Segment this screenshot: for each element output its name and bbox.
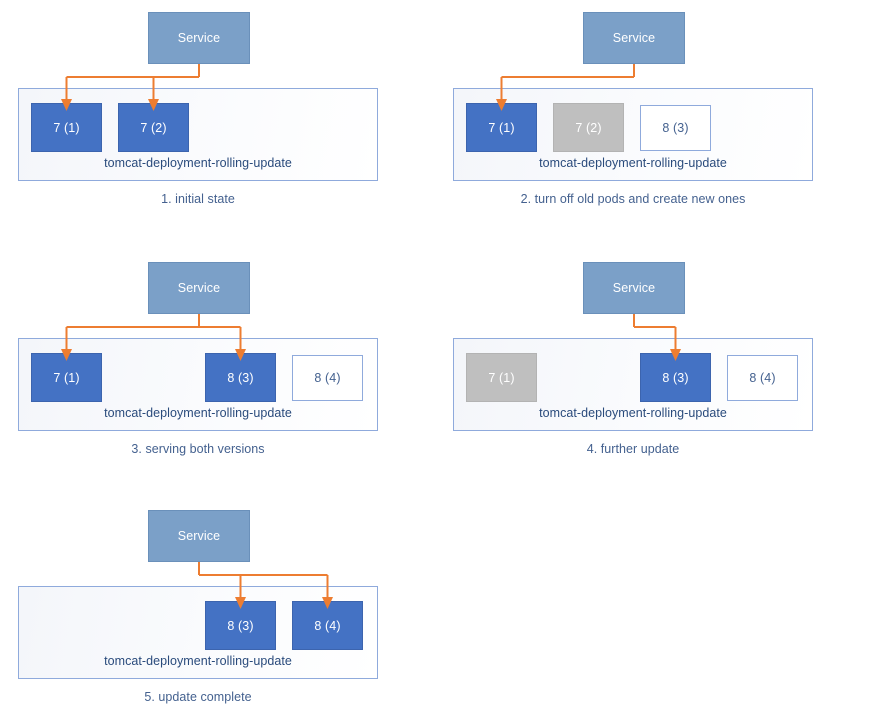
panel-caption: 4. further update (586, 442, 680, 456)
pod-label: 7 (1) (53, 370, 80, 385)
service-label: Service (177, 529, 221, 543)
pod-label: 8 (4) (749, 371, 776, 385)
arrow-head (670, 349, 681, 361)
connector-arrows (198, 562, 333, 609)
service-label: Service (612, 281, 656, 295)
service-box: Service (583, 12, 685, 64)
arrow-head (322, 597, 333, 609)
connector-arrows (61, 314, 246, 361)
pod-label: 8 (4) (314, 618, 341, 633)
arrow-head (235, 349, 246, 361)
deployment-name-label: tomcat-deployment-rolling-update (104, 654, 292, 668)
panel-1: tomcat-deployment-rolling-update 7 (1) 7 (… (0, 0, 435, 220)
pod-label: 8 (3) (227, 618, 254, 633)
pod-active: 8 (3) (205, 353, 276, 402)
pod-label: 8 (4) (314, 371, 341, 385)
arrow-head (496, 99, 507, 111)
panel-4: tomcat-deployment-rolling-update 7 (1) 8 (… (435, 250, 870, 470)
deployment-name-label: tomcat-deployment-rolling-update (104, 406, 292, 420)
service-box: Service (583, 262, 685, 314)
pod-terminating: 7 (1) (466, 353, 537, 402)
panel-2: tomcat-deployment-rolling-update 7 (1) 7 (… (435, 0, 870, 220)
connector-arrows (633, 314, 681, 361)
pod-label: 7 (1) (53, 120, 80, 135)
pod-label: 8 (3) (662, 121, 689, 135)
pod-label: 7 (2) (575, 120, 602, 135)
pod-pending: 8 (4) (292, 355, 363, 401)
pod-pending: 8 (3) (640, 105, 711, 151)
service-box: Service (148, 12, 250, 64)
pod-terminating: 7 (2) (553, 103, 624, 152)
arrow-head (148, 99, 159, 111)
service-box: Service (148, 262, 250, 314)
deployment-name-label: tomcat-deployment-rolling-update (104, 156, 292, 170)
pod-active: 7 (2) (118, 103, 189, 152)
deployment-name-label: tomcat-deployment-rolling-update (539, 156, 727, 170)
panel-5: tomcat-deployment-rolling-update 8 (3) 8 (… (0, 498, 435, 718)
panel-3: tomcat-deployment-rolling-update 7 (1) 8 (… (0, 250, 435, 470)
arrow-head (61, 99, 72, 111)
service-label: Service (177, 281, 221, 295)
service-box: Service (148, 510, 250, 562)
pod-label: 8 (3) (227, 370, 254, 385)
pod-active: 8 (3) (205, 601, 276, 650)
service-label: Service (177, 31, 221, 45)
pod-label: 7 (2) (140, 120, 167, 135)
pod-active: 7 (1) (31, 103, 102, 152)
connector-arrows (496, 64, 635, 111)
panel-caption: 1. initial state (161, 192, 235, 206)
pod-active: 7 (1) (466, 103, 537, 152)
arrow-head (235, 597, 246, 609)
pod-label: 7 (1) (488, 120, 515, 135)
arrow-head (61, 349, 72, 361)
panel-caption: 2. turn off old pods and create new ones (520, 192, 746, 206)
connector-arrows (61, 64, 200, 111)
service-label: Service (612, 31, 656, 45)
pod-active: 8 (3) (640, 353, 711, 402)
panel-caption: 5. update complete (144, 690, 252, 704)
panel-caption: 3. serving both versions (131, 442, 265, 456)
pod-label: 7 (1) (488, 370, 515, 385)
pod-pending: 8 (4) (727, 355, 798, 401)
pod-label: 8 (3) (662, 370, 689, 385)
deployment-name-label: tomcat-deployment-rolling-update (539, 406, 727, 420)
